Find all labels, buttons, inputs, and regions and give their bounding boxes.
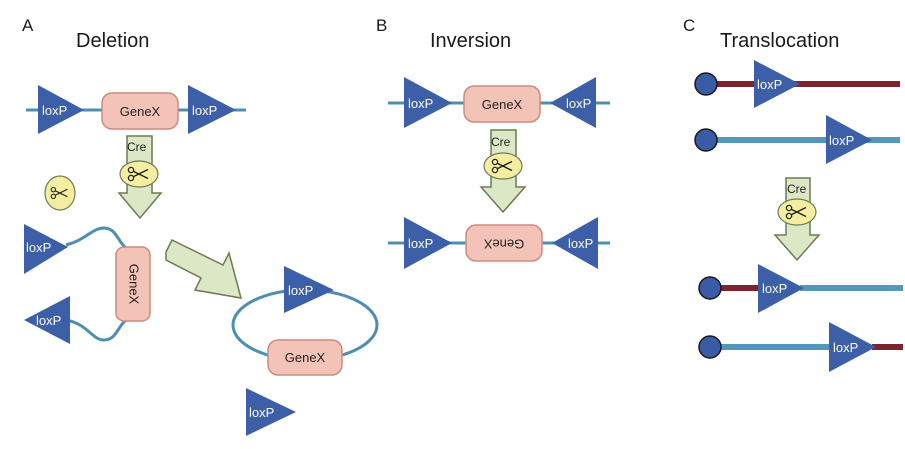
chromosome-light: loxP (694, 115, 900, 164)
svg-text:loxP: loxP (288, 283, 313, 298)
svg-text:loxP: loxP (26, 240, 51, 255)
svg-text:Cre: Cre (127, 140, 147, 154)
panel-b-title: Inversion (430, 30, 511, 52)
svg-text:loxP: loxP (568, 236, 593, 251)
genex-box: GeneX (267, 339, 343, 376)
panel-a: A Deletion loxP GeneX loxP Cre (22, 16, 379, 436)
svg-text:loxP: loxP (829, 133, 854, 148)
loxp-site: loxP (24, 224, 68, 274)
dna-loop (65, 316, 131, 342)
panel-a-title: Deletion (76, 30, 149, 52)
panel-c: C Translocation loxP loxP Cre (683, 16, 903, 372)
loxp-site: loxP (404, 77, 452, 128)
svg-text:loxP: loxP (566, 96, 591, 111)
svg-text:GeneX: GeneX (482, 97, 523, 112)
panel-c-letter: C (683, 16, 695, 35)
cre-arrow: Cre (773, 177, 821, 262)
cre-arrow: Cre (479, 129, 527, 214)
svg-text:Cre: Cre (787, 182, 807, 196)
svg-text:GeneX: GeneX (127, 264, 142, 305)
svg-text:loxP: loxP (762, 281, 787, 296)
svg-text:loxP: loxP (36, 313, 61, 328)
transition-arrow (165, 238, 243, 299)
dna-loop (65, 226, 131, 252)
svg-text:loxP: loxP (757, 77, 782, 92)
genex-box: GeneX (115, 246, 151, 322)
svg-text:Cre: Cre (491, 135, 511, 149)
svg-text:loxP: loxP (42, 103, 67, 118)
panel-b: B Inversion loxP GeneX loxP Cre loxP (376, 16, 610, 269)
loxp-site: loxP (38, 85, 84, 134)
loxp-site: loxP (284, 266, 334, 313)
genex-box: GeneX (101, 92, 179, 130)
loxp-site: loxP (550, 77, 596, 128)
svg-text:loxP: loxP (408, 96, 433, 111)
chromosome-dark: loxP (694, 60, 900, 108)
loxp-site: loxP (404, 217, 452, 269)
panel-a-letter: A (22, 16, 34, 35)
loxp-site: loxP (552, 217, 598, 269)
svg-text:loxP: loxP (192, 103, 217, 118)
cre-arrow: Cre (117, 135, 163, 220)
panel-c-title: Translocation (720, 30, 839, 52)
recombinant-chromosome: loxP (698, 264, 903, 313)
svg-text:GeneX: GeneX (285, 350, 326, 365)
scissors-icon (44, 175, 76, 211)
svg-text:loxP: loxP (408, 236, 433, 251)
loxp-site: loxP (246, 388, 296, 436)
genex-inverted-box: GeneX (465, 224, 543, 262)
recombinant-chromosome: loxP (698, 322, 903, 372)
svg-text:GeneX: GeneX (120, 104, 161, 119)
svg-text:GeneX: GeneX (483, 237, 524, 252)
svg-text:loxP: loxP (833, 340, 858, 355)
loxp-site: loxP (24, 296, 70, 344)
genex-box: GeneX (463, 85, 541, 123)
svg-text:loxP: loxP (249, 405, 274, 420)
loxp-site: loxP (188, 85, 236, 134)
panel-b-letter: B (376, 16, 387, 35)
